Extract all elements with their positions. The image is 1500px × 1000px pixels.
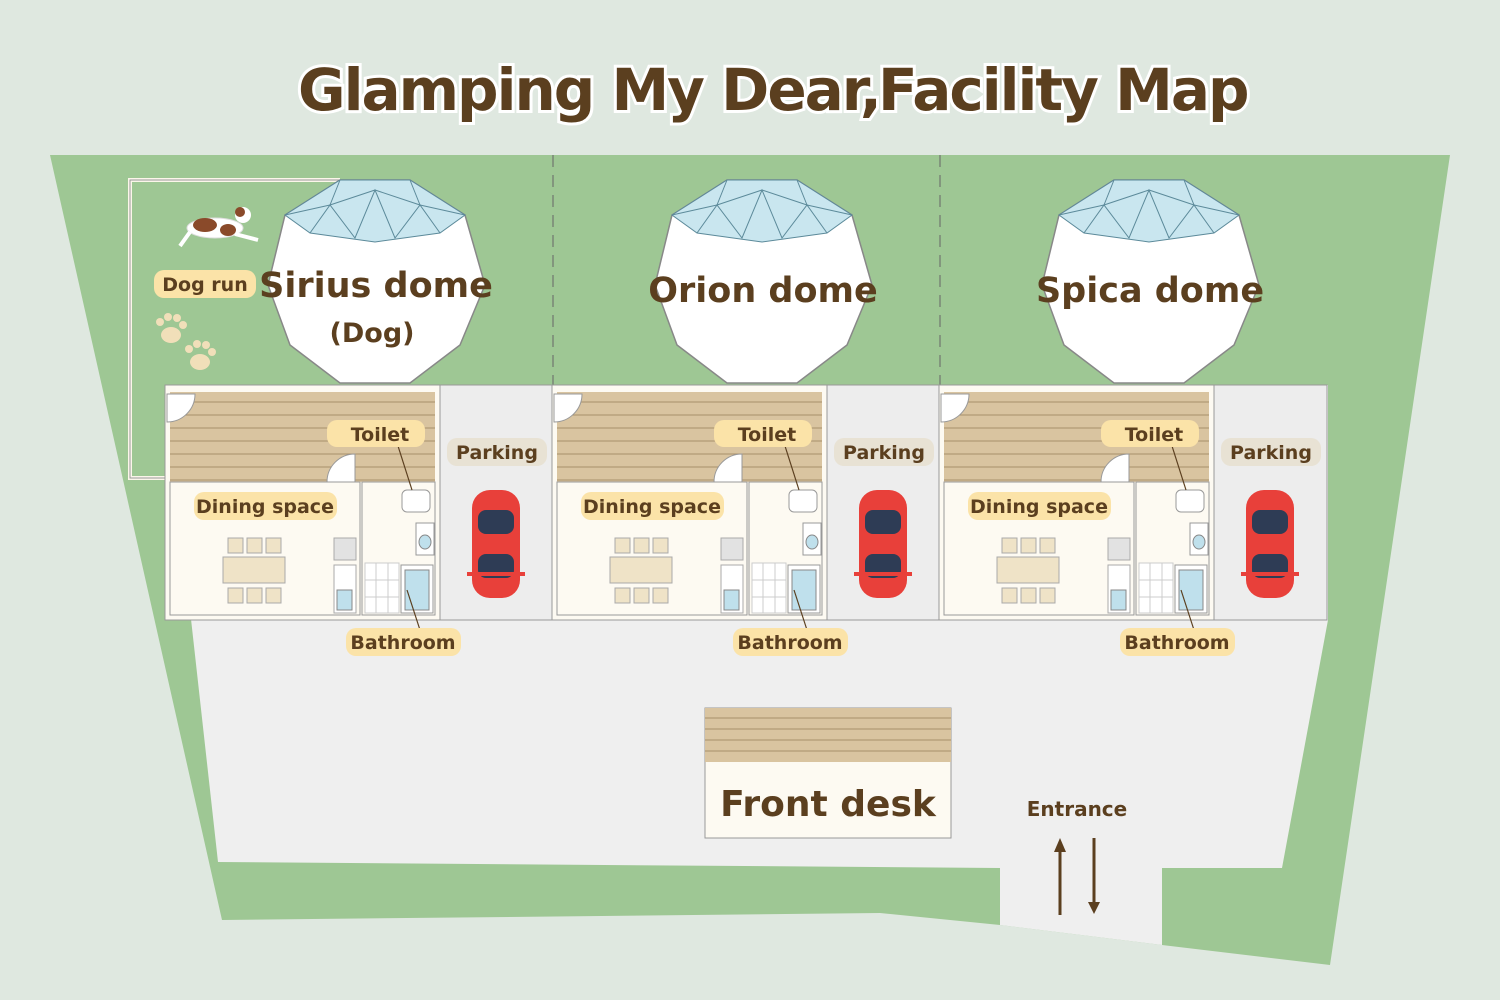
toilet-icon [1175,489,1205,513]
dining-label-pill: Dining space [968,492,1111,520]
toilet-label: Toilet [351,424,409,446]
kitchen-icon [333,537,357,561]
bathroom-label: Bathroom [350,632,455,654]
dining-label-pill: Dining space [194,492,337,520]
fridge-icon [336,589,353,611]
unit-spica-dome: Spica dome [938,179,1328,656]
door-icon [940,393,970,423]
toilet-label-pill: Toilet [1101,420,1199,447]
dining-table-icon [996,537,1060,604]
door-icon [166,393,196,423]
dome[interactable]: Spica dome [1036,179,1264,384]
car-icon [854,490,912,598]
dome-subtitle: (Dog) [330,318,415,349]
fridge-icon [723,589,740,611]
unit-sirius-dome: Sirius dome (Dog) [164,179,554,656]
dining-label-pill: Dining space [581,492,724,520]
shower-tiles [751,562,787,614]
dining-table-icon [222,537,286,604]
dining-label: Dining space [583,496,721,518]
parking-space[interactable] [439,384,554,621]
dog-run-label: Dog run [162,274,247,296]
door-icon [713,453,743,483]
dining-table-icon [609,537,673,604]
toilet-label-pill: Toilet [327,420,425,447]
sink-icon [805,534,819,550]
dog-icon [178,207,259,248]
parking-label: Parking [1230,442,1312,464]
bathroom-label-pill: Bathroom [1120,628,1235,656]
title-part1: Glamping My Dear, [298,56,880,124]
car-icon [1241,490,1299,598]
bathroom-label: Bathroom [737,632,842,654]
toilet-label-pill: Toilet [714,420,812,447]
door-icon [553,393,583,423]
parking-label-pill: Parking [447,438,547,466]
shower-tiles [1138,562,1174,614]
door-icon [1100,453,1130,483]
parking-space[interactable] [1213,384,1328,621]
kitchen-icon [1107,537,1131,561]
sink-icon [1192,534,1206,550]
parking-label: Parking [843,442,925,464]
paw-icon [156,313,216,370]
dining-label: Dining space [196,496,334,518]
unit-orion-dome: Orion dome [551,179,941,656]
toilet-label: Toilet [738,424,796,446]
toilet-icon [401,489,431,513]
dome-name: Orion dome [648,271,877,311]
shower-tiles [364,562,400,614]
car-icon [467,490,525,598]
fridge-icon [1110,589,1127,611]
sink-icon [418,534,432,550]
parking-label-pill: Parking [1221,438,1321,466]
dog-run[interactable]: Dog run [128,178,340,480]
bathtub-icon [404,569,430,611]
title-part2: Facility Map [878,56,1247,124]
bathroom-label-pill: Bathroom [733,628,848,656]
parking-label: Parking [456,442,538,464]
kitchen-icon [720,537,744,561]
parking-label-pill: Parking [834,438,934,466]
parking-space[interactable] [826,384,941,621]
toilet-icon [788,489,818,513]
bathroom-label-pill: Bathroom [346,628,461,656]
dining-label: Dining space [970,496,1108,518]
dome-name: Sirius dome [259,266,493,306]
dome-name: Spica dome [1036,271,1264,311]
door-icon [326,453,356,483]
toilet-label: Toilet [1125,424,1183,446]
front-desk-label: Front desk [720,784,937,825]
bathtub-icon [1178,569,1204,611]
dome[interactable]: Sirius dome (Dog) [259,179,493,384]
dome[interactable]: Orion dome [648,179,878,384]
bathtub-icon [791,569,817,611]
front-desk[interactable]: Front desk [704,707,952,839]
entrance[interactable]: Entrance [1027,797,1127,915]
bathroom-label: Bathroom [1124,632,1229,654]
entrance-label: Entrance [1027,797,1127,821]
entrance-arrows-icon [1054,838,1100,915]
